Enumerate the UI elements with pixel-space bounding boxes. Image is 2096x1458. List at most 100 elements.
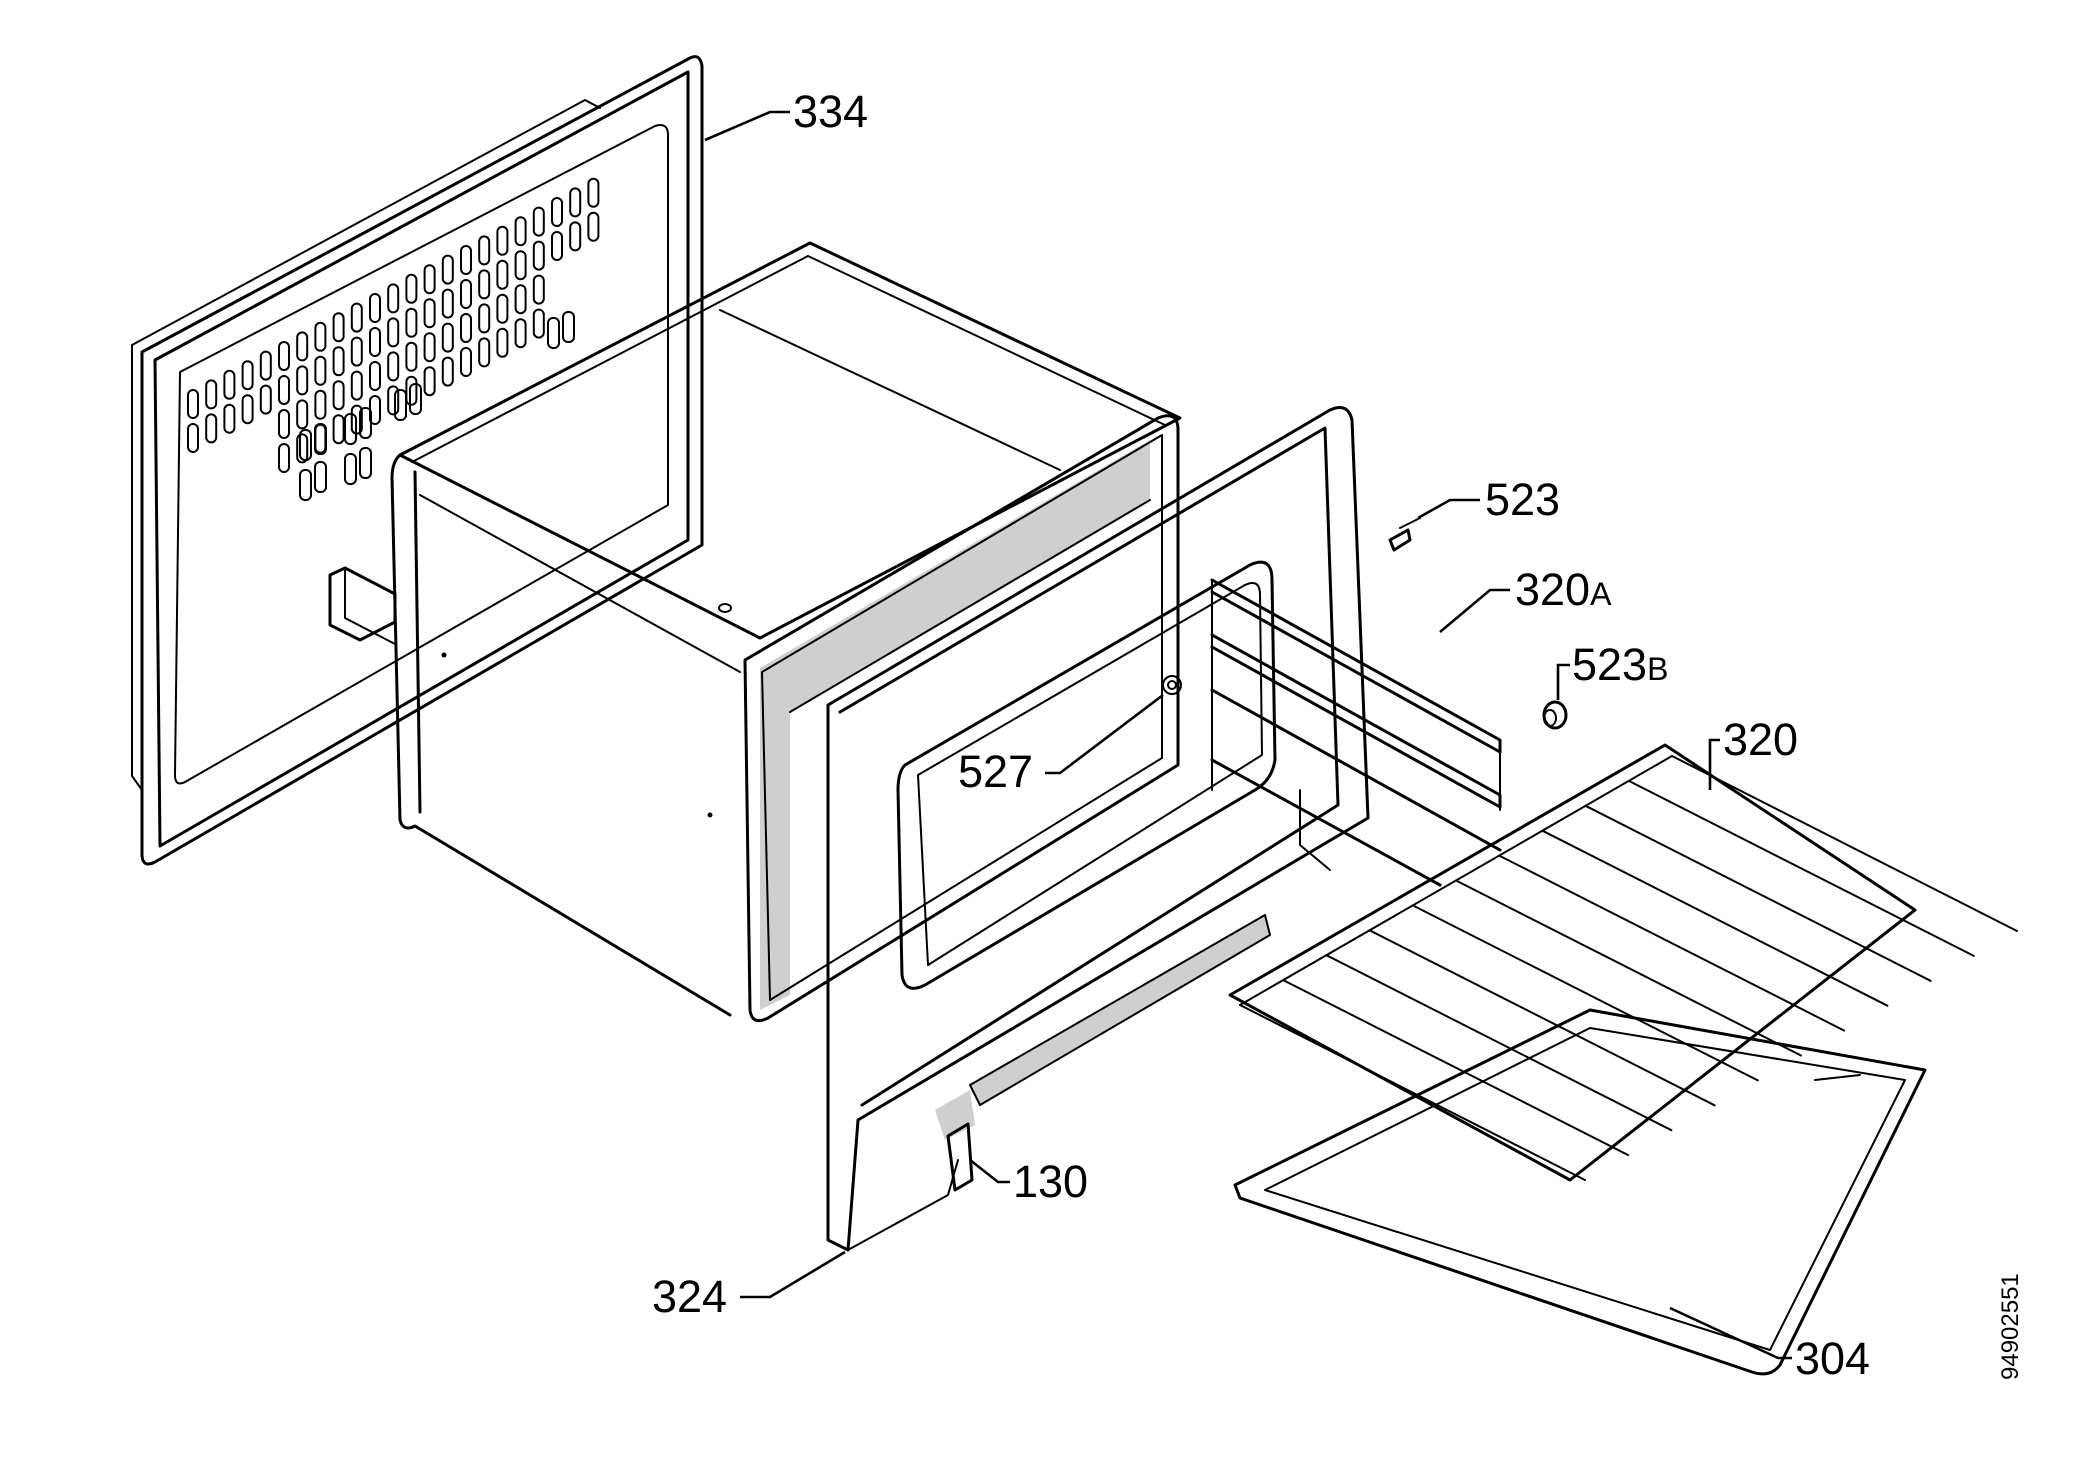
vent-slot [350,370,363,401]
shelf-rod [1671,755,2018,932]
vent-slot [478,337,491,368]
callout-523b-number: 523 [1572,639,1647,690]
baking-tray-304 [1233,1008,1927,1376]
shelf-rod [1584,804,1932,982]
vent-slot [187,389,199,419]
vent-slot [478,269,491,300]
leader-lines [704,110,1792,1360]
wire-shelf-320 [1228,743,2018,1182]
document-number: 94902551 [1997,1273,2024,1380]
vent-slot [314,321,327,352]
shelf-rod [1627,779,1975,957]
vent-slot [332,414,345,445]
vent-slot [587,177,600,208]
vent-slot [387,283,400,314]
shelf-rod [1411,904,1759,1082]
vent-slot [369,327,381,357]
vent-slot [587,211,600,242]
vent-slot [296,399,309,430]
vent-slot [460,245,472,275]
vent-slot [514,318,527,349]
vent-slot [296,365,309,396]
vent-slot [187,423,199,453]
callout-320a-number: 320 [1515,564,1590,615]
vent-slot [478,303,491,334]
screw-523 [1388,517,1421,552]
vent-slot [441,288,454,319]
vent-slot [278,375,290,405]
vent-slot [423,298,436,329]
vent-slot [314,355,327,386]
vent-slot [296,331,309,362]
callout-523b: 523B [1572,639,1668,690]
vent-slot [478,235,491,266]
vent-slot [259,350,272,381]
shelf-rod [1368,929,1716,1107]
front-frame-324 [826,406,1370,1252]
callout-130: 130 [1013,1156,1088,1207]
vent-slot [405,307,418,338]
vent-slot [496,225,509,256]
vent-slot [223,369,236,400]
vent-slot [369,293,381,323]
vent-slot [496,259,509,290]
vent-slot [241,394,254,425]
vent-slot [423,264,436,295]
vent-slot [496,327,509,358]
vent-slot [296,433,309,464]
vent-slot [205,379,218,410]
vent-slot [350,302,363,333]
vent-slot [369,361,381,391]
vent-slot [569,221,582,252]
callout-527: 527 [958,746,1033,797]
side-rail-320a [1210,578,1502,887]
vent-slot [332,346,345,377]
vent-slot [441,356,454,387]
callout-320a-suffix: A [1590,576,1612,612]
vent-slot [551,231,563,261]
vent-slot [532,274,545,305]
vent-slot [405,341,418,372]
callout-523: 523 [1485,474,1560,525]
callout-334: 334 [793,86,868,137]
shelf-rod [1239,1004,1586,1181]
vent-slot [241,360,254,391]
vent-slot [460,347,472,377]
shelf-rod [1282,979,1630,1157]
shelf-rod [1455,879,1802,1057]
vent-slot [405,375,418,406]
callout-320a: 320A [1515,564,1612,615]
vent-slot [223,403,236,434]
shelf-rod [1541,829,1889,1007]
vent-slot [387,351,400,382]
rear-panel-334 [131,55,704,866]
vent-slot [423,332,436,363]
vent-slot [441,254,454,285]
vent-slot [405,273,418,304]
callout-324: 324 [652,1271,727,1322]
vent-slot [387,317,400,348]
vent-slot [205,413,218,444]
callout-304: 304 [1795,1333,1870,1384]
vent-slot [387,385,400,416]
vent-slot [278,443,290,473]
vent-slot [278,341,290,371]
shelf-rod [1325,954,1673,1132]
vent-slot [332,312,345,343]
vent-slot [496,293,509,324]
vent-slot [278,409,290,439]
vent-slot [532,206,545,237]
vent-slot [314,423,327,454]
vent-slot [441,322,454,353]
vent-slot [314,389,327,420]
vent-slot [551,197,563,227]
vent-slot [259,384,272,415]
callout-523b-suffix: B [1647,651,1668,687]
oven-cavity [328,241,1182,1023]
vent-slot [514,284,527,315]
vent-slot [569,187,582,218]
vent-slot [514,250,527,281]
vent-slot [532,308,545,339]
spacer-523b [1542,700,1568,730]
vent-slot [350,336,363,367]
